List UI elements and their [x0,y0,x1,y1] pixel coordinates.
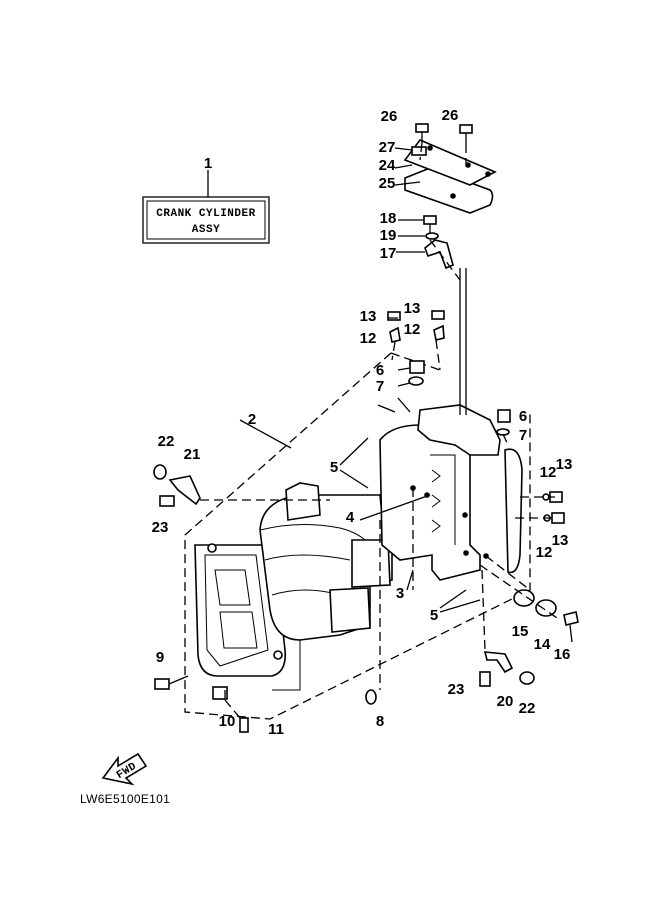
diagram-code: LW6E5100E101 [80,792,171,806]
callout-24: 24 [379,157,396,174]
callout-1: 1 [204,155,212,172]
callout-10: 10 [219,713,236,730]
callout-12a: 12 [360,330,377,347]
crankcase [379,404,523,581]
callout-6b: 6 [519,408,527,425]
callout-7b: 7 [519,427,527,444]
bolt-18 [423,215,437,234]
leader-2 [239,419,292,449]
callout-13b: 13 [404,300,421,317]
callout-3: 3 [396,585,404,602]
callout-6a: 6 [376,362,384,379]
callout-7a: 7 [376,378,384,395]
callout-20: 20 [497,693,514,710]
callout-17: 17 [380,245,397,262]
assembly-title-line2: ASSY [192,224,220,236]
callout-23b: 23 [448,681,465,698]
callout-14: 14 [534,636,551,653]
callout-26b: 26 [442,107,459,124]
callout-13a: 13 [360,308,377,325]
bolt-26-left [415,123,429,143]
bolt-9 [154,675,189,690]
callout-12d: 12 [536,544,553,561]
callout-19: 19 [380,227,397,244]
callout-25: 25 [379,175,396,192]
callout-9: 9 [156,649,164,666]
assembly-title-box: CRANK CYLINDER ASSY [142,196,270,244]
callout-2: 2 [248,411,256,428]
callout-13d: 13 [552,532,569,549]
forward-direction-arrow: FWD [101,752,148,786]
bolt-26-right [459,124,473,144]
callout-22b: 22 [519,700,536,717]
assembly-title-line1: CRANK CYLINDER [156,208,255,220]
callout-4: 4 [346,509,355,526]
callout-12b: 12 [404,321,421,338]
callout-23a: 23 [152,519,169,536]
callout-22a: 22 [158,433,175,450]
callout-11: 11 [268,721,284,738]
callout-5b: 5 [430,607,438,624]
assembly-dashed-outline [184,352,531,720]
callout-27: 27 [379,139,396,156]
callout-16: 16 [554,646,571,663]
callout-5a: 5 [330,459,338,476]
callout-26a: 26 [381,108,398,125]
callout-13c: 13 [556,456,573,473]
cylinder-block [259,482,393,691]
callout-labels: 1 2 3 4 5 5 6 6 7 7 8 9 10 11 12 12 12 1… [152,107,573,738]
callout-15: 15 [512,623,529,640]
top-cover [403,139,497,214]
callout-18: 18 [380,210,397,227]
callout-8: 8 [376,713,384,730]
callout-12c: 12 [540,464,557,481]
callout-21: 21 [184,446,201,463]
